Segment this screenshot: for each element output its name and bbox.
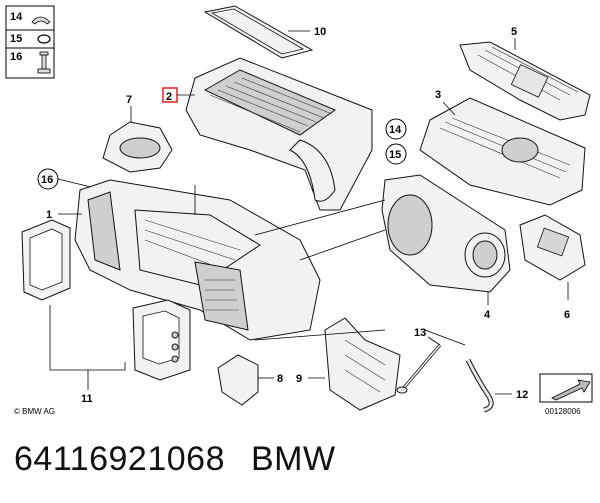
callout-16: 16 (41, 174, 53, 186)
callout-7: 7 (126, 94, 132, 106)
diagram-reference-box: 00128006 (539, 373, 593, 416)
callout-2: 2 (166, 91, 172, 103)
part-11-gaskets: 11 (21, 219, 191, 405)
callout-3: 3 (435, 89, 441, 101)
callout-8: 8 (277, 373, 283, 385)
callout-14: 14 (389, 124, 402, 136)
callout-12: 12 (516, 389, 528, 401)
part-2-upper-housing: 2 (162, 57, 373, 211)
part-caption: 64116921068 BMW (14, 440, 336, 479)
diagram-number: 00128006 (545, 407, 581, 416)
callout-9: 9 (296, 373, 302, 385)
callout-15: 15 (389, 149, 401, 161)
clip-icon (31, 16, 51, 25)
callout-4: 4 (484, 309, 491, 321)
part-7-small-cover: 7 (102, 94, 173, 173)
part-5-cover: 5 (459, 26, 591, 121)
part-3-right-housing: 3 (419, 89, 586, 206)
legend-label-16: 16 (10, 51, 22, 63)
legend-label-14: 14 (10, 11, 23, 23)
callout-11: 11 (81, 393, 93, 405)
callout-1: 1 (46, 209, 52, 221)
part-4-blower-housing: 4 (381, 174, 511, 321)
part-12-hose: 12 (465, 358, 528, 413)
brand-name: BMW (250, 440, 336, 478)
part-1-main-housing: 1 (46, 179, 321, 341)
legend-box: 14 15 16 (5, 5, 55, 79)
legend-label-15: 15 (10, 33, 22, 45)
callout-13: 13 (414, 327, 426, 339)
circled-callout-16: 16 (37, 168, 96, 190)
part-9-lever: 9 (296, 317, 401, 411)
part-10-filter-frame: 10 (203, 5, 326, 59)
copyright: © BMW AG (14, 407, 55, 416)
arrow-icon (551, 379, 591, 401)
assembly-leaders (254, 199, 466, 346)
part-number: 64116921068 (14, 440, 225, 478)
part-8-bracket: 8 (217, 354, 283, 406)
callout-5: 5 (511, 26, 517, 38)
callout-10: 10 (314, 26, 326, 38)
part-13-rod: 13 (396, 327, 442, 394)
part-6-actuator: 6 (519, 214, 586, 321)
screw-icon (37, 51, 51, 74)
callout-6: 6 (564, 309, 570, 321)
ring-icon (37, 34, 51, 44)
circled-callouts-14-15: 14 15 (385, 118, 407, 165)
